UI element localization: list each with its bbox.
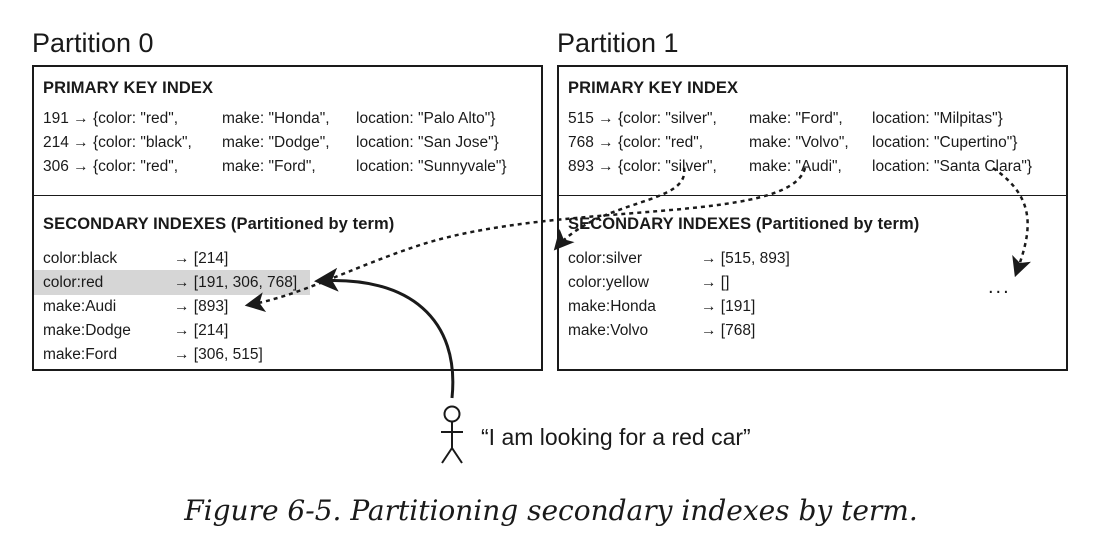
index-term: color:silver bbox=[568, 250, 643, 267]
partition-1-box: PRIMARY KEY INDEX 515 → {color: "silver"… bbox=[557, 65, 1068, 371]
index-term: make:Volvo bbox=[568, 322, 649, 339]
index-ids: → [214] bbox=[174, 250, 229, 267]
index-term: color:black bbox=[43, 250, 118, 267]
index-ids: → [768] bbox=[701, 322, 756, 339]
dashed-arrow-silver bbox=[553, 167, 686, 251]
index-ids: → [893] bbox=[174, 298, 229, 315]
index-ids: → [214] bbox=[174, 322, 229, 339]
box-divider bbox=[559, 195, 1066, 196]
index-term: make:Audi bbox=[43, 298, 117, 315]
record-location: location: "Cupertino"} bbox=[872, 134, 1018, 151]
partition-0-title: Partition 0 bbox=[32, 28, 154, 58]
dashed-arrow-ellipsis bbox=[992, 166, 1032, 278]
index-term: make:Dodge bbox=[43, 322, 131, 339]
record-make: make: "Ford", bbox=[749, 110, 843, 127]
index-ids: → [515, 893] bbox=[701, 250, 790, 267]
record-make: make: "Ford", bbox=[222, 158, 316, 175]
index-term: make:Ford bbox=[43, 346, 118, 363]
query-arrow bbox=[314, 267, 455, 399]
ellipsis: ... bbox=[988, 276, 1011, 298]
index-term: color:red bbox=[43, 274, 104, 291]
person-icon bbox=[441, 405, 463, 464]
primary-index-heading: PRIMARY KEY INDEX bbox=[568, 79, 739, 97]
record-id-color: 214 → {color: "black", bbox=[43, 134, 192, 151]
record-make: make: "Honda", bbox=[222, 110, 330, 127]
record-make: make: "Volvo", bbox=[749, 134, 849, 151]
primary-index-heading: PRIMARY KEY INDEX bbox=[43, 79, 214, 97]
dashed-arrow-audi bbox=[244, 167, 807, 313]
index-ids: → [191, 306, 768] bbox=[174, 274, 298, 291]
partition-1-title: Partition 1 bbox=[557, 28, 679, 58]
figure-caption: Figure 6-5. Partitioning secondary index… bbox=[184, 494, 918, 527]
index-ids: → [306, 515] bbox=[174, 346, 263, 363]
record-id-color: 191 → {color: "red", bbox=[43, 110, 179, 127]
record-location: location: "Sunnyvale"} bbox=[356, 158, 507, 175]
record-make: make: "Dodge", bbox=[222, 134, 330, 151]
record-location: location: "Santa Clara"} bbox=[872, 158, 1033, 175]
record-make: make: "Audi", bbox=[749, 158, 842, 175]
index-ids: → [191] bbox=[701, 298, 756, 315]
record-location: location: "San Jose"} bbox=[356, 134, 499, 151]
record-id-color: 768 → {color: "red", bbox=[568, 134, 704, 151]
color-red-highlight bbox=[34, 270, 310, 295]
box-divider bbox=[34, 195, 541, 196]
index-ids: → [] bbox=[701, 274, 730, 291]
secondary-index-heading: SECONDARY INDEXES (Partitioned by term) bbox=[568, 215, 920, 233]
record-id-color: 515 → {color: "silver", bbox=[568, 110, 717, 127]
index-term: make:Honda bbox=[568, 298, 656, 315]
record-id-color: 306 → {color: "red", bbox=[43, 158, 179, 175]
index-term: color:yellow bbox=[568, 274, 649, 291]
record-id-color: 893 → {color: "silver", bbox=[568, 158, 717, 175]
record-location: location: "Milpitas"} bbox=[872, 110, 1003, 127]
query-text: “I am looking for a red car” bbox=[481, 424, 751, 450]
partition-0-box: PRIMARY KEY INDEX 191 → {color: "red", m… bbox=[32, 65, 543, 371]
record-location: location: "Palo Alto"} bbox=[356, 110, 496, 127]
secondary-index-heading: SECONDARY INDEXES (Partitioned by term) bbox=[43, 215, 395, 233]
